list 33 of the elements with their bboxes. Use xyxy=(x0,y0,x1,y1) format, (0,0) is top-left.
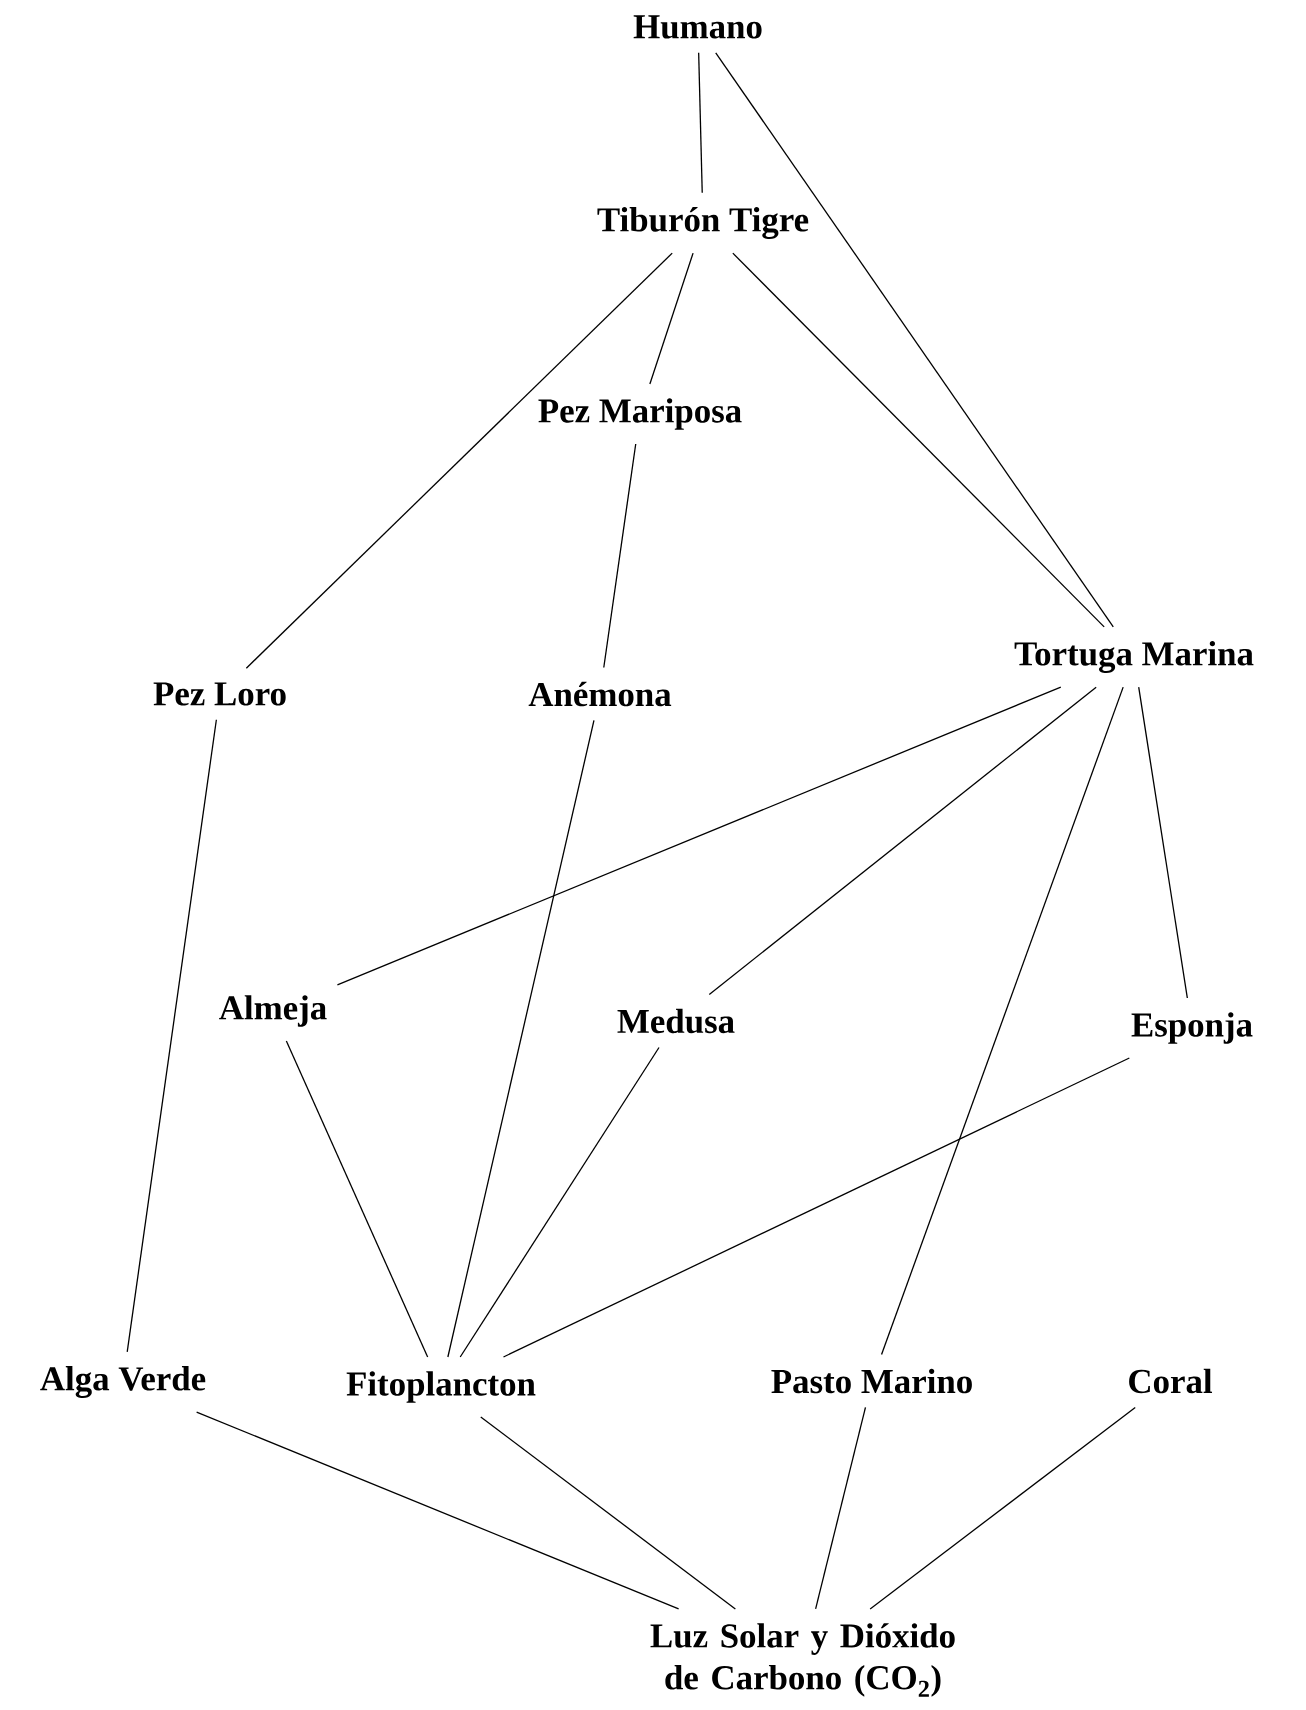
food-web-line xyxy=(708,686,1097,996)
species-label: Pasto Marino xyxy=(771,1368,972,1394)
food-web-line xyxy=(715,52,1114,628)
food-web-line xyxy=(880,686,1124,1356)
food-web-line xyxy=(815,1406,867,1610)
species-label: Pez Loro xyxy=(153,682,286,706)
food-web-line xyxy=(1138,686,1188,999)
species-label: Almeja xyxy=(219,995,327,1027)
food-web-line xyxy=(336,686,1062,986)
food-web-line xyxy=(447,719,595,1358)
species-label: Tiburón Tigre xyxy=(597,207,809,239)
species-label: Medusa xyxy=(617,1008,735,1034)
species-label: Fitoplancton xyxy=(346,1371,536,1403)
energy-source-label: Luz Solar y Dióxido de Carbono (CO$_{2}$) xyxy=(650,1623,955,1697)
species-label: Coral xyxy=(1129,1368,1212,1394)
food-web-line xyxy=(126,719,217,1353)
food-web-line xyxy=(603,443,637,669)
species-label: Tortuga Marina xyxy=(1014,641,1254,673)
food-web-line xyxy=(502,1057,1130,1358)
species-label: Humano xyxy=(633,15,762,39)
food-web-line xyxy=(245,252,673,669)
species-label: Alga Verde xyxy=(40,1366,206,1398)
food-web-line xyxy=(195,1411,680,1610)
food-web-line xyxy=(869,1406,1136,1610)
species-label: Pez Mariposa xyxy=(538,398,742,430)
food-web-line xyxy=(698,52,703,194)
species-label: Anémona xyxy=(528,681,672,707)
species-label: Esponja xyxy=(1131,1012,1253,1044)
food-web-line xyxy=(480,1416,736,1610)
food-web-line xyxy=(285,1040,429,1358)
food-web-line xyxy=(649,252,694,385)
food-web-line xyxy=(459,1046,660,1358)
food-web-line xyxy=(732,252,1105,628)
